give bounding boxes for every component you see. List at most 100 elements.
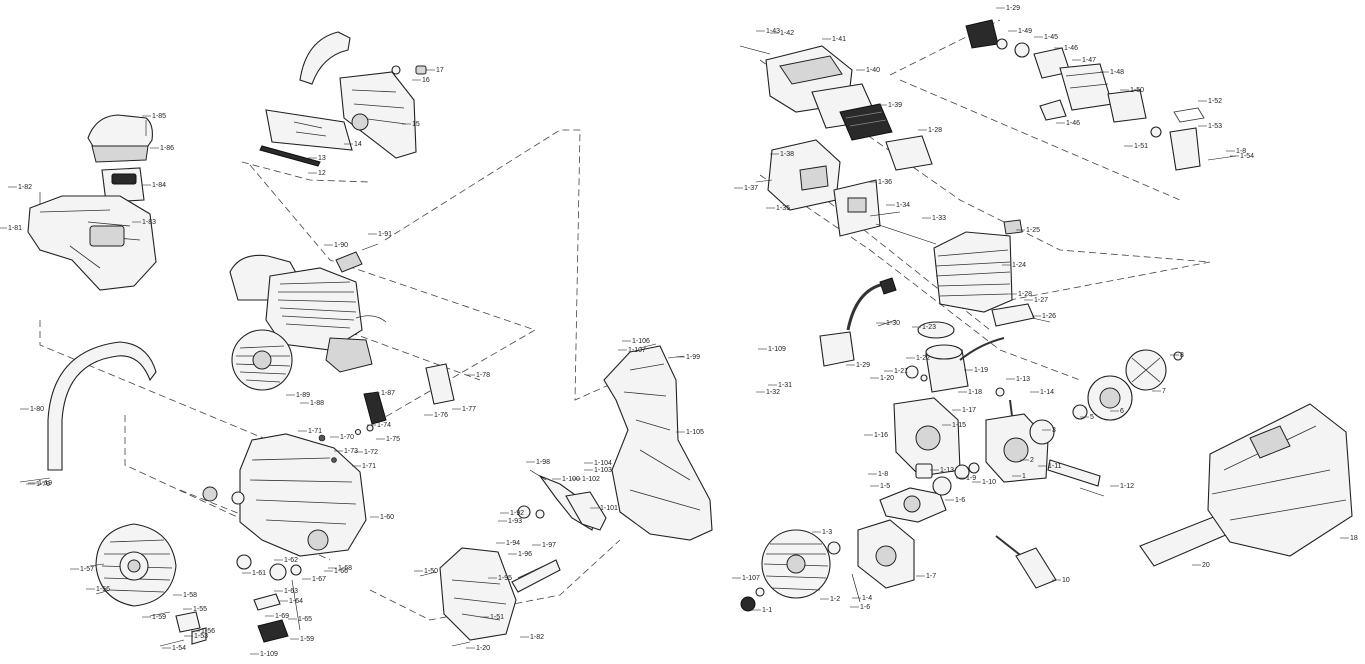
part-number-label: 1-38 <box>780 151 794 158</box>
part-number-label: 6 <box>1120 408 1124 415</box>
part-number-label: 16 <box>422 77 430 84</box>
part-number-label: 1-10 <box>982 479 996 486</box>
part-number-label: 1-91 <box>378 231 392 238</box>
part-number-label: 1-100 <box>562 476 580 483</box>
part-number-label: 1-46 <box>1064 45 1078 52</box>
chain-part <box>259 145 321 167</box>
part-number-label: 1-52 <box>1208 98 1222 105</box>
crankshaft-part <box>879 462 980 523</box>
part-number-label: 1-79 <box>36 481 50 488</box>
part-number-label: 1-71 <box>362 463 376 470</box>
part-number-label: 1-57 <box>80 566 94 573</box>
part-number-label: 1-22 <box>916 355 930 362</box>
part-number-label: 1-16 <box>874 432 888 439</box>
part-number-label: 20 <box>1202 562 1210 569</box>
part-number-label: 8 <box>1180 352 1184 359</box>
part-number-label: 1-76 <box>434 412 448 419</box>
air-filter-cover-part <box>87 114 153 163</box>
part-number-label: 17 <box>436 67 444 74</box>
top-housing-cover-part <box>27 120 157 291</box>
lower-crankcase-part <box>851 519 915 603</box>
part-number-labels: 1-851-861-841-821-831-811716151413121-91… <box>0 5 1358 658</box>
part-number-label: 1-11 <box>1048 463 1062 470</box>
part-number-label: 1-29 <box>856 362 870 369</box>
muffler-body-part <box>839 103 893 141</box>
part-number-label: 1 <box>1022 473 1026 480</box>
part-number-label: 5 <box>1090 414 1094 421</box>
part-number-label: 1-59 <box>300 636 314 643</box>
part-number-label: 1-9 <box>966 475 976 482</box>
part-number-label: 1-70 <box>340 434 354 441</box>
part-number-label: 1-82 <box>18 184 32 191</box>
bottom-small-parts <box>149 554 302 647</box>
part-number-label: 1-20 <box>880 375 894 382</box>
part-number-label: 1-48 <box>1110 69 1124 76</box>
part-number-label: 1-7 <box>926 573 936 580</box>
part-number-label: 1-35 <box>776 205 790 212</box>
part-number-label: 1-47 <box>1082 57 1096 64</box>
carry-case-part <box>1207 403 1353 557</box>
engine-assembly-part <box>229 243 387 391</box>
part-number-label: 1-92 <box>510 510 524 517</box>
part-number-label: 7 <box>1162 388 1166 395</box>
part-number-label: 1-39 <box>888 102 902 109</box>
part-number-label: 1-31 <box>778 382 792 389</box>
part-number-label: 1-63 <box>284 588 298 595</box>
starter-housing-part <box>89 523 177 607</box>
part-number-label: 1-98 <box>536 459 550 466</box>
part-number-label: 1-65 <box>298 616 312 623</box>
part-number-label: 1-24 <box>1012 262 1026 269</box>
part-number-label: 13 <box>318 155 326 162</box>
cylinder-part <box>933 219 1051 327</box>
part-number-label: 1-96 <box>518 551 532 558</box>
part-number-label: 1-93 <box>508 518 522 525</box>
part-number-label: 1-15 <box>952 422 966 429</box>
part-number-label: 1-32 <box>766 389 780 396</box>
part-number-label: 1-25 <box>1026 227 1040 234</box>
part-number-label: 1-8 <box>878 471 888 478</box>
part-number-label: 1-56 <box>96 586 110 593</box>
part-number-label: 1-107 <box>742 575 760 582</box>
part-number-label: 1-89 <box>296 392 310 399</box>
part-number-label: 1-40 <box>866 67 880 74</box>
flywheel-part <box>740 529 841 612</box>
part-number-label: 1-8 <box>1236 148 1246 155</box>
wiring-part <box>959 337 1005 361</box>
part-number-label: 1-64 <box>289 598 303 605</box>
part-number-label: 1-30 <box>886 320 900 327</box>
part-number-label: 1-101 <box>600 505 618 512</box>
part-number-label: 1-4 <box>862 595 872 602</box>
trigger-parts <box>511 469 607 593</box>
part-number-label: 1-21 <box>894 368 908 375</box>
part-number-label: 1-23 <box>922 324 936 331</box>
part-number-label: 1-77 <box>462 406 476 413</box>
ignition-coil-part <box>819 277 897 367</box>
part-number-label: 1-103 <box>594 467 612 474</box>
part-number-label: 1-85 <box>152 113 166 120</box>
part-number-label: 1-66 <box>334 568 348 575</box>
part-number-label: 1-14 <box>1040 389 1054 396</box>
part-number-label: 1-27 <box>1034 297 1048 304</box>
part-number-label: 1-50 <box>424 568 438 575</box>
part-number-label: 1-97 <box>542 542 556 549</box>
cylinder-bolts-part <box>869 211 937 245</box>
part-number-label: 1-29 <box>1006 5 1020 12</box>
carburetor-gasket-part <box>354 363 455 436</box>
part-number-label: 1-73 <box>344 448 358 455</box>
part-number-label: 10 <box>1062 577 1070 584</box>
rear-handle-frame-part <box>603 343 713 541</box>
part-number-label: 1-81 <box>8 225 22 232</box>
part-number-label: 1-6 <box>955 497 965 504</box>
crankcase-part <box>202 433 367 557</box>
part-number-label: 1-33 <box>932 215 946 222</box>
part-number-label: 1-82 <box>530 634 544 641</box>
part-number-label: 1-68 <box>338 565 352 572</box>
part-number-label: 1-109 <box>260 651 278 658</box>
part-number-label: 1-58 <box>183 592 197 599</box>
part-number-label: 18 <box>1350 535 1358 542</box>
part-number-label: 1-19 <box>38 480 52 487</box>
part-number-label: 1-84 <box>152 182 166 189</box>
part-number-label: 1-1 <box>762 607 772 614</box>
